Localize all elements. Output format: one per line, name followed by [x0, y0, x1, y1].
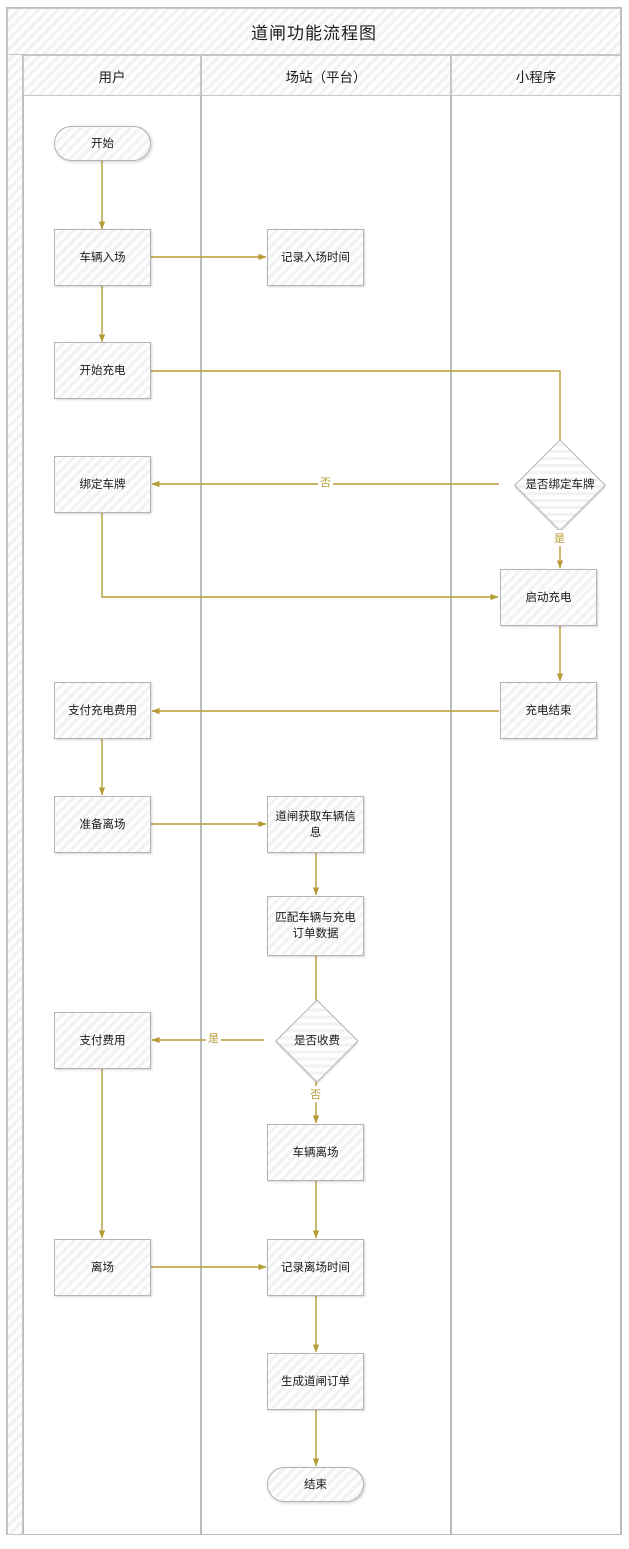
node-vehicle-exit-label: 车辆离场	[292, 1144, 339, 1159]
page-title: 道闸功能流程图	[7, 8, 621, 55]
node-start-charging-label: 开始充电	[79, 362, 126, 377]
node-pay-fee-label: 支付费用	[79, 1032, 126, 1047]
edge-label-no-bind: 否	[318, 474, 333, 490]
node-decision-charge-fee[interactable]: 是否收费	[265, 998, 369, 1083]
node-prepare-exit[interactable]: 准备离场	[54, 796, 151, 853]
node-pay-charging-fee-label: 支付充电费用	[68, 702, 137, 717]
node-record-entry-time[interactable]: 记录入场时间	[267, 229, 364, 286]
lane-body-miniapp	[451, 96, 621, 1535]
node-decision-plate-bound[interactable]: 是否绑定车牌	[500, 438, 620, 531]
node-launch-charging-label: 启动充电	[525, 589, 572, 604]
node-bind-plate[interactable]: 绑定车牌	[54, 456, 151, 513]
node-generate-gate-order-label: 生成道闸订单	[281, 1373, 350, 1388]
node-exit[interactable]: 离场	[54, 1239, 151, 1296]
edge-label-yes-fee: 是	[206, 1030, 221, 1046]
node-charging-finished[interactable]: 充电结束	[500, 682, 597, 739]
node-end-label: 结束	[304, 1476, 327, 1491]
node-record-exit-time[interactable]: 记录离场时间	[267, 1239, 364, 1296]
node-match-vehicle-order[interactable]: 匹配车辆与充电订单数据	[267, 896, 364, 956]
node-pay-fee[interactable]: 支付费用	[54, 1012, 151, 1069]
node-generate-gate-order[interactable]: 生成道闸订单	[267, 1353, 364, 1410]
node-record-exit-time-label: 记录离场时间	[281, 1259, 350, 1274]
node-exit-label: 离场	[91, 1259, 114, 1274]
node-start-charging[interactable]: 开始充电	[54, 342, 151, 399]
node-gate-read-vehicle-info[interactable]: 道闸获取车辆信息	[267, 796, 364, 853]
lane-header-station: 场站（平台）	[201, 55, 451, 96]
node-start-label: 开始	[91, 135, 114, 150]
node-gate-read-vehicle-info-label: 道闸获取车辆信息	[275, 808, 356, 839]
lane-header-user: 用户	[23, 55, 201, 96]
node-charging-finished-label: 充电结束	[525, 702, 572, 717]
node-decision-plate-bound-label: 是否绑定车牌	[525, 476, 595, 491]
node-vehicle-entry[interactable]: 车辆入场	[54, 229, 151, 286]
node-match-vehicle-order-label: 匹配车辆与充电订单数据	[275, 910, 356, 940]
node-pay-charging-fee[interactable]: 支付充电费用	[54, 682, 151, 739]
node-vehicle-entry-label: 车辆入场	[79, 249, 126, 264]
node-vehicle-exit[interactable]: 车辆离场	[267, 1124, 364, 1181]
node-end[interactable]: 结束	[267, 1467, 364, 1502]
edge-label-yes-bind: 是	[552, 530, 567, 546]
node-launch-charging[interactable]: 启动充电	[500, 569, 597, 626]
lane-header-miniapp: 小程序	[451, 55, 621, 96]
edge-label-no-fee: 否	[308, 1086, 323, 1102]
node-record-entry-time-label: 记录入场时间	[281, 249, 350, 264]
node-start[interactable]: 开始	[54, 126, 151, 161]
node-prepare-exit-label: 准备离场	[79, 816, 126, 831]
node-bind-plate-label: 绑定车牌	[79, 476, 126, 491]
node-decision-charge-fee-label: 是否收费	[294, 1032, 340, 1047]
pool-name-strip	[7, 55, 23, 1535]
